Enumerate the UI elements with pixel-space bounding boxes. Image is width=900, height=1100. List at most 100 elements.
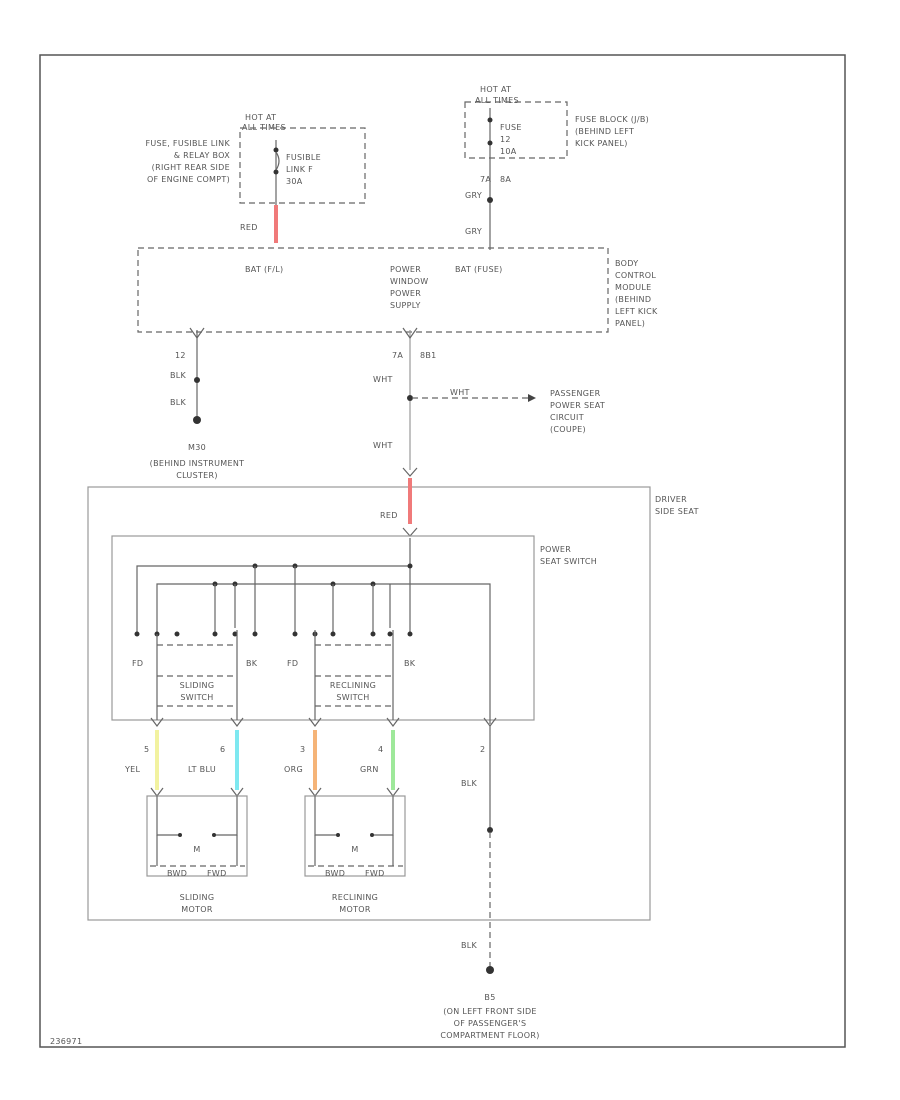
fuse-label: FUSE: [500, 123, 522, 132]
fuse-block-outline: [464, 101, 568, 159]
outer-frame: [39, 54, 846, 1048]
sliding-motor: [146, 795, 248, 877]
sliding-motor-m: M: [193, 845, 200, 854]
sliding-switch-2: SWITCH: [180, 693, 213, 702]
gr-location-1: (ON LEFT FRONT SIDE: [443, 1007, 537, 1016]
fl-location-4: OF ENGINE COMPT): [147, 175, 230, 184]
fr-pin-7a: 7A: [480, 175, 491, 184]
splice-wire-bottom: WHT: [373, 441, 393, 450]
bus-dot-1: [407, 563, 413, 569]
conn-wire-ltblu: LT BLU: [188, 765, 216, 774]
bcm-wire-red: RED: [240, 223, 258, 232]
fr-wire-gry2: GRY: [465, 227, 482, 236]
dest-3: CIRCUIT: [550, 413, 584, 422]
sliding-motor-label-2: MOTOR: [181, 905, 213, 914]
conn-pin-2: 2: [480, 745, 485, 754]
seat-wire-red: RED: [380, 511, 398, 520]
bcm-loc-3: MODULE: [615, 283, 652, 292]
fuse-top-dot: [487, 117, 493, 123]
fr-wire-gry: GRY: [465, 191, 482, 200]
reclining-motor-label-1: RECLINING: [332, 893, 378, 902]
fl-location-1: FUSE, FUSIBLE LINK: [145, 139, 230, 148]
conn-wire-grn: GRN: [360, 765, 379, 774]
bcm-bat-fl: BAT (F/L): [245, 265, 283, 274]
dest-2: POWER SEAT: [550, 401, 605, 410]
reclining-fwd: FWD: [365, 869, 385, 878]
bcm-pin-12: 12: [175, 351, 186, 360]
footer-code: 236971: [50, 1037, 82, 1046]
fr-location-2: (BEHIND LEFT: [575, 127, 634, 136]
fl-hot-at: HOT AT: [245, 113, 276, 122]
bcm-bat-fuse: BAT (FUSE): [455, 265, 503, 274]
fd-label-2: FD: [287, 659, 298, 668]
splice-dot: [407, 395, 413, 401]
gl-connector-dot: [194, 377, 200, 383]
gl-location-2: CLUSTER): [176, 471, 218, 480]
fuse-amps: 10A: [500, 147, 517, 156]
bcm-loc-4: (BEHIND: [615, 295, 651, 304]
wire-grn: [391, 730, 395, 790]
fusible-link-label: FUSIBLE: [286, 153, 321, 162]
seat-label-2: SIDE SEAT: [655, 507, 699, 516]
bcm-pws-2: WINDOW: [390, 277, 428, 286]
conn-wire-org: ORG: [284, 765, 303, 774]
ground-b5-icon: [486, 966, 494, 974]
bcm-loc-5: LEFT KICK: [615, 307, 658, 316]
dest-4: (COUPE): [550, 425, 586, 434]
wire-lt-blu: [235, 730, 239, 790]
red-wire-seat: [408, 478, 412, 524]
gr-location-2: OF PASSENGER'S: [454, 1019, 527, 1028]
fusible-link-symbol: [275, 151, 280, 171]
conn-pin-5: 5: [144, 745, 149, 754]
switch-label-1: POWER: [540, 545, 571, 554]
bus-upper: [136, 565, 410, 632]
motor-pins: [150, 787, 400, 797]
seat-in-pin-bottom: [402, 527, 418, 537]
seat-in-pin-top: [402, 467, 418, 477]
red-wire-top: [274, 205, 278, 243]
bk-label-1: BK: [246, 659, 258, 668]
gl-name: M30: [188, 443, 206, 452]
fr-pin-8a: 8A: [500, 175, 511, 184]
gl-wire-blk2: BLK: [170, 398, 187, 407]
fuse-relay-box-outline: [239, 127, 366, 204]
switch-output-pins: [150, 717, 497, 727]
bcm-loc-2: CONTROL: [615, 271, 656, 280]
bcm-ground-pin: [189, 327, 205, 340]
fr-hot-at: HOT AT: [480, 85, 511, 94]
sliding-bwd: BWD: [167, 869, 187, 878]
bcm-pws-3: POWER: [390, 289, 421, 298]
reclining-bwd: BWD: [325, 869, 345, 878]
bcm-pin-8b1: 8B1: [420, 351, 437, 360]
bcm-pws-4: SUPPLY: [390, 301, 421, 310]
splice-wire-right: WHT: [450, 388, 470, 397]
sliding-fwd: FWD: [207, 869, 227, 878]
fl-location-2: & RELAY BOX: [174, 151, 230, 160]
sliding-switch-1: SLIDING: [180, 681, 215, 690]
bcm-loc-1: BODY: [615, 259, 638, 268]
seat-label-1: DRIVER: [655, 495, 687, 504]
bcm-outline: [137, 247, 609, 333]
reclining-switch-2: SWITCH: [336, 693, 369, 702]
fd-label-1: FD: [132, 659, 143, 668]
gr-name: B5: [484, 993, 495, 1002]
gr-location-3: COMPARTMENT FLOOR): [440, 1031, 539, 1040]
bcm-loc-6: PANEL): [615, 319, 645, 328]
fr-hot-at2: ALL TIMES: [475, 96, 519, 105]
fusible-link-top-dot: [273, 147, 279, 153]
switch-label-2: SEAT SWITCH: [540, 557, 597, 566]
reclining-switch-1: RECLINING: [330, 681, 376, 690]
power-seat-switch-outline: [111, 535, 535, 721]
gl-wire-blk: BLK: [170, 371, 187, 380]
gr-connector-dot: [487, 827, 493, 833]
conn-wire-yel: YEL: [124, 765, 141, 774]
ground-m30-icon: [193, 416, 201, 424]
switch-contacts: [134, 631, 413, 637]
fusible-link-amps: 30A: [286, 177, 303, 186]
fr-location-1: FUSE BLOCK (J/B): [575, 115, 649, 124]
bcm-pws-1: POWER: [390, 265, 421, 274]
bus-lower: [156, 583, 491, 724]
gr-wire-blk: BLK: [461, 941, 478, 950]
wire-yel: [155, 730, 159, 790]
